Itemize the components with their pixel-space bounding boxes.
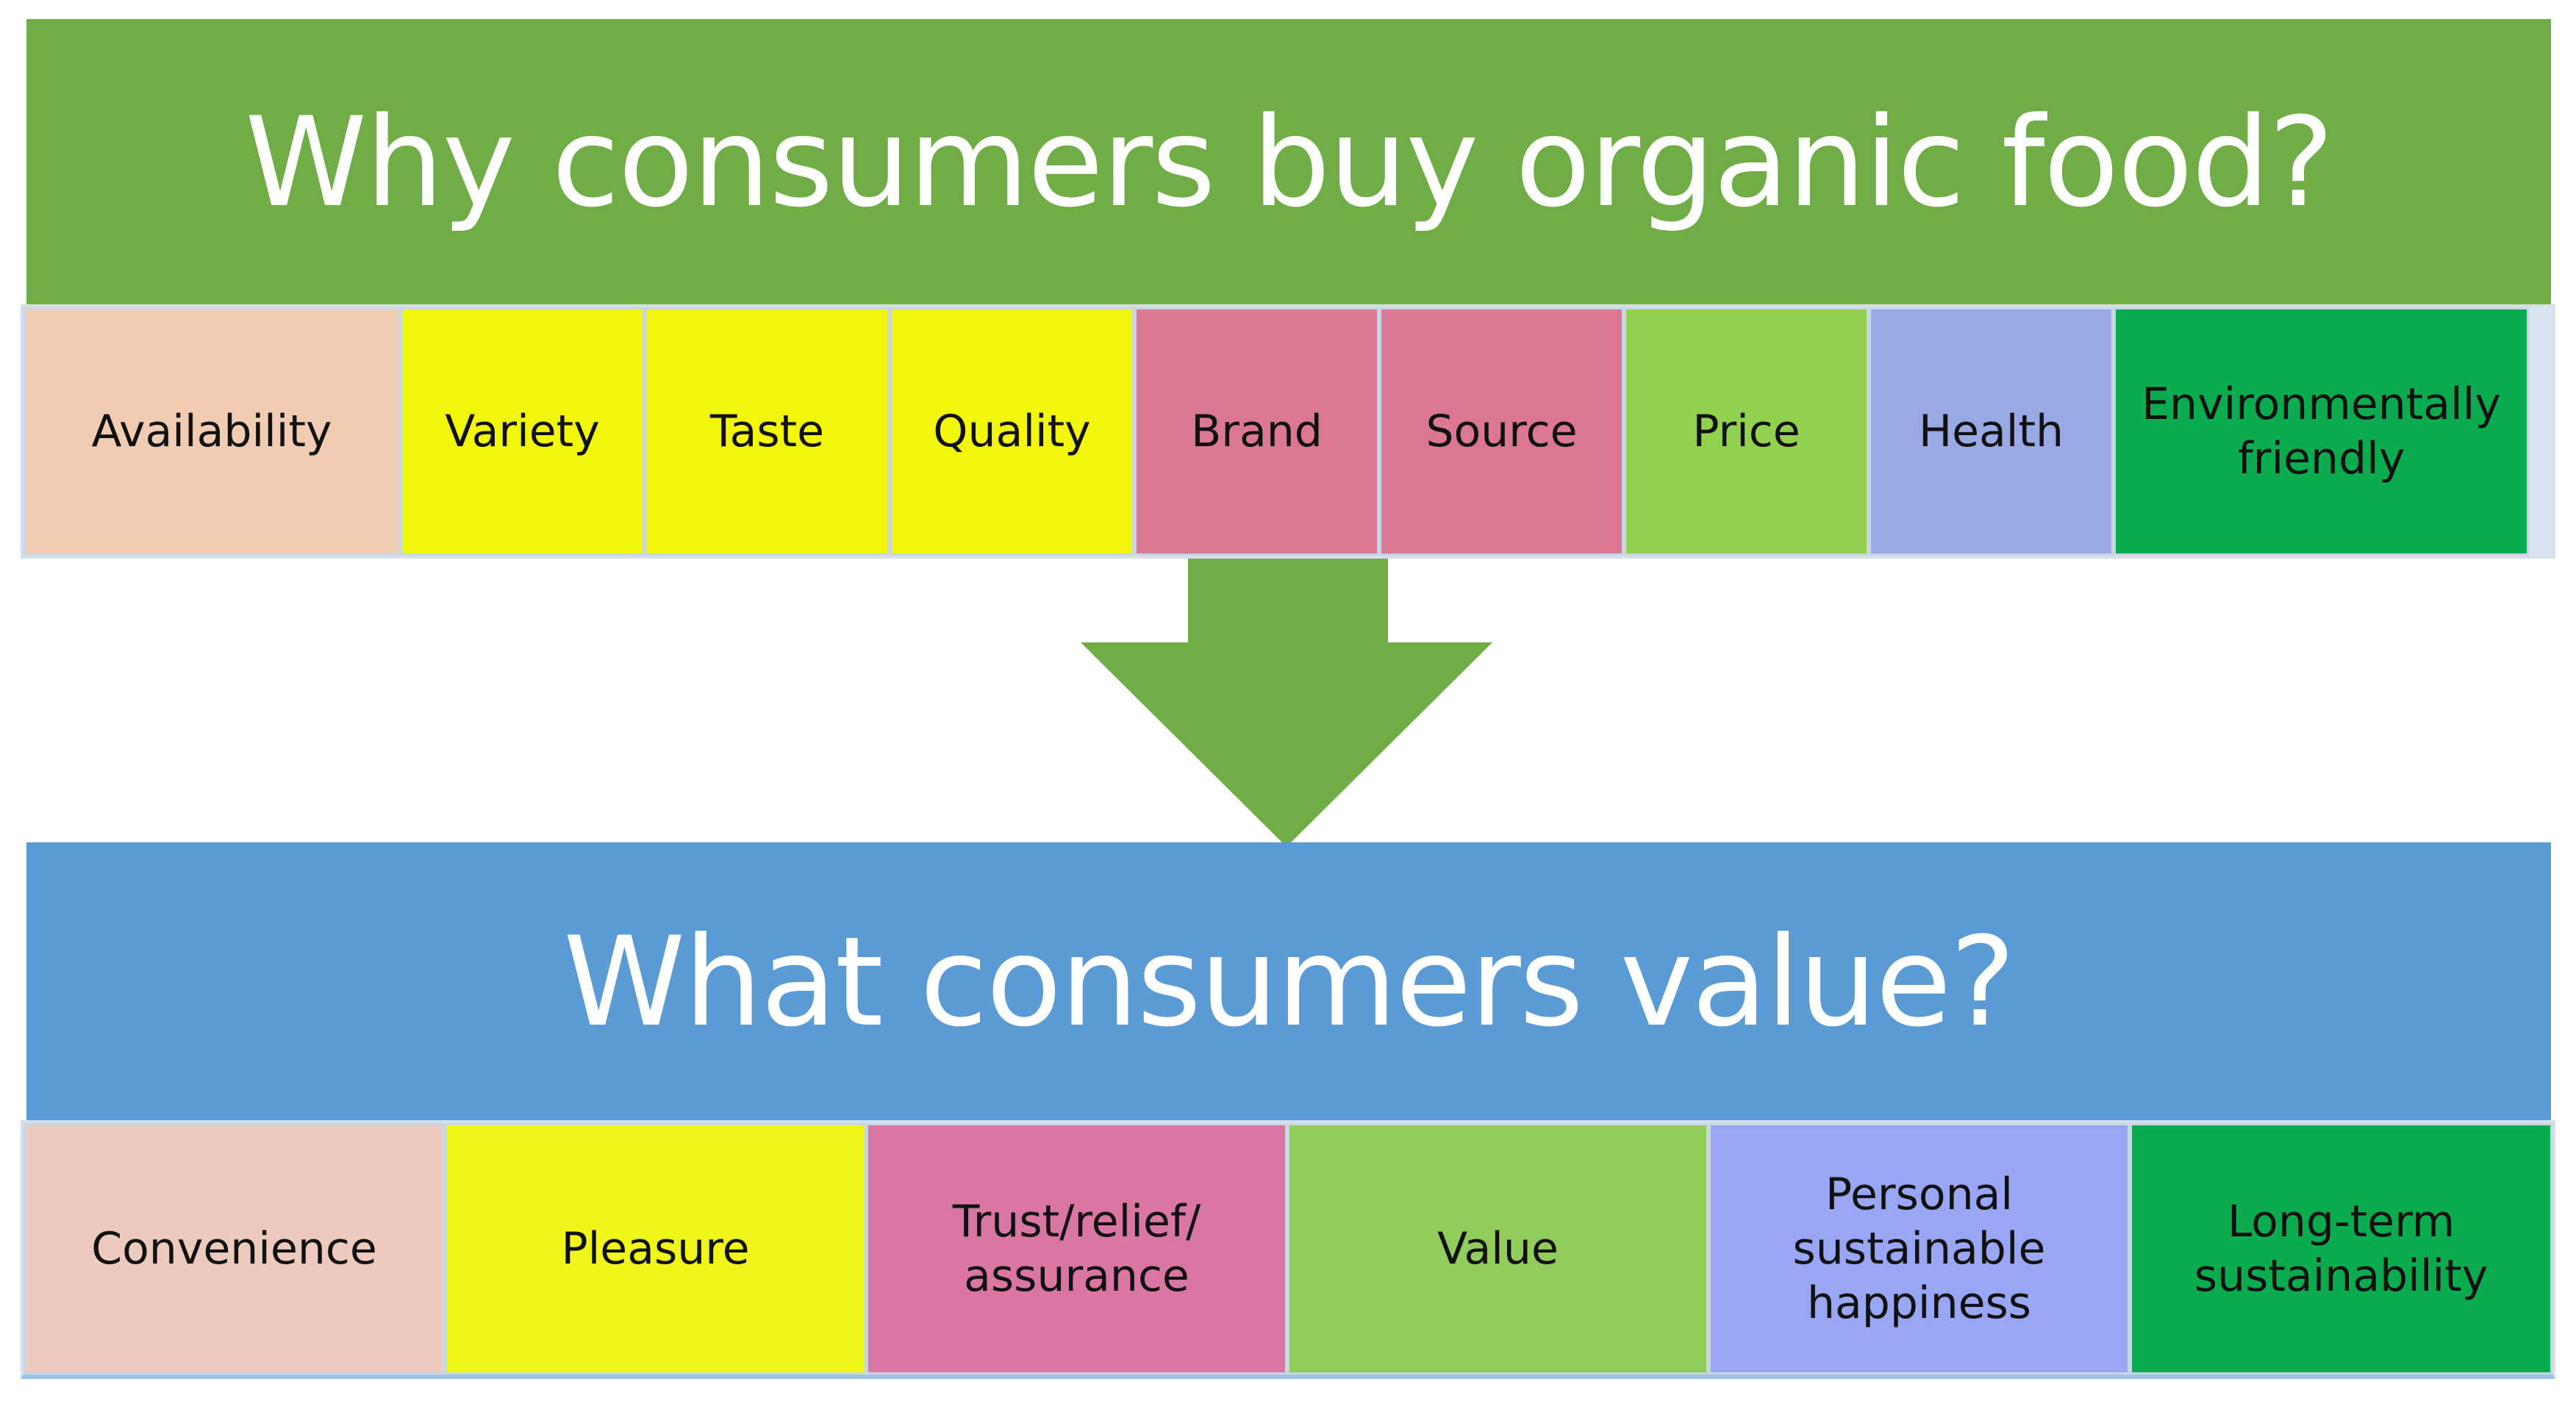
reason-label: Brand	[1191, 406, 1323, 457]
value-label: Value	[1437, 1223, 1559, 1275]
reason-label: Variety	[445, 406, 600, 457]
value-personal-sustainable-happiness: Personal sustainable happiness	[1709, 1123, 2130, 1375]
down-arrow-icon	[1081, 559, 1492, 847]
reason-label: Availability	[91, 406, 332, 457]
reason-variety: Variety	[400, 307, 645, 556]
reason-availability: Availability	[24, 307, 400, 556]
value-long-term-sustainability: Long-term sustainability	[2130, 1123, 2552, 1375]
reason-brand: Brand	[1134, 307, 1379, 556]
top-heading: Why consumers buy organic food?	[245, 90, 2334, 234]
reasons-row: Availability Variety Taste Quality Brand…	[21, 304, 2555, 559]
value-pleasure: Pleasure	[445, 1123, 866, 1375]
reason-label: Health	[1918, 406, 2064, 457]
value-label: Long-term sustainability	[2194, 1196, 2489, 1302]
value-convenience: Convenience	[24, 1123, 445, 1375]
value-label: Convenience	[91, 1223, 377, 1275]
reason-label: Quality	[933, 406, 1091, 457]
reason-quality: Quality	[890, 307, 1134, 556]
reason-price: Price	[1624, 307, 1869, 556]
value-trust-relief-assurance: Trust/relief/assurance	[866, 1123, 1287, 1375]
value-label: Trust/relief/assurance	[952, 1196, 1201, 1302]
reason-label: Taste	[709, 406, 825, 457]
reason-source: Source	[1379, 307, 1624, 556]
reason-health: Health	[1869, 307, 2114, 556]
bottom-heading-banner: What consumers value?	[26, 842, 2551, 1122]
reason-environmentally-friendly: Environmentally friendly	[2114, 307, 2529, 556]
reason-label: Source	[1425, 406, 1578, 457]
top-heading-banner: Why consumers buy organic food?	[26, 19, 2551, 306]
value-label: Personal sustainable happiness	[1792, 1169, 2046, 1329]
reason-label: Price	[1692, 406, 1800, 457]
reason-label: Environmentally friendly	[2142, 379, 2501, 484]
reason-taste: Taste	[645, 307, 890, 556]
bottom-heading: What consumers value?	[563, 910, 2016, 1054]
value-label: Pleasure	[561, 1223, 750, 1275]
values-row: Convenience Pleasure Trust/relief/assura…	[21, 1120, 2555, 1379]
value-value: Value	[1287, 1123, 1709, 1375]
